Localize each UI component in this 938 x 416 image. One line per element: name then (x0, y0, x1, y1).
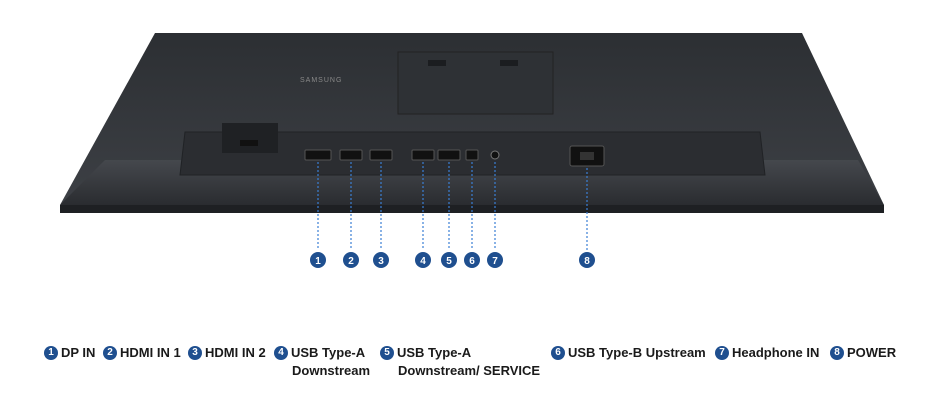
legend-badge: 1 (44, 345, 58, 360)
legend-badge: 6 (551, 345, 565, 360)
stand-mount-slot-right (500, 60, 518, 66)
legend-label: HDMI IN 2 (205, 345, 266, 360)
monitor-svg: SAMSUNG 1 2 3 4 5 6 7 8 (60, 33, 884, 268)
port-usb-a-1 (411, 149, 435, 161)
legend-label: POWER (847, 345, 897, 360)
svg-text:6: 6 (469, 256, 475, 267)
legend-badge: 4 (274, 345, 288, 360)
legend-label: USB Type-B Upstream (568, 345, 706, 360)
svg-text:7: 7 (492, 256, 498, 267)
port-usb-b (465, 149, 479, 161)
kensington-slot (240, 140, 258, 146)
stand-mount-plate (397, 51, 554, 115)
badge-1: 1 (310, 252, 326, 268)
badge-3: 3 (373, 252, 389, 268)
kensington-block (222, 123, 278, 153)
legend-badge: 7 (715, 345, 729, 360)
svg-text:5: 5 (446, 256, 452, 267)
legend-badge: 5 (380, 345, 394, 360)
svg-text:2: 2 (348, 256, 354, 267)
legend-badge: 3 (188, 345, 202, 360)
port-hdmi-1 (339, 149, 363, 161)
svg-text:8: 8 (584, 256, 590, 267)
stand-mount-slot-left (428, 60, 446, 66)
svg-text:4: 4 (420, 256, 426, 267)
port-headphone (490, 150, 500, 160)
svg-text:3: 3 (378, 256, 384, 267)
legend-label: HDMI IN 1 (120, 345, 181, 360)
legend-label-line2: Downstream/ SERVICE (398, 363, 541, 378)
monitor-rear-illustration: SAMSUNG 1 2 3 4 5 6 7 8 (60, 33, 884, 268)
badge-2: 2 (343, 252, 359, 268)
monitor-bottom-edge (60, 205, 884, 213)
legend-badge: 8 (830, 345, 844, 360)
svg-text:1: 1 (315, 256, 321, 267)
port-dp-in (304, 149, 332, 161)
badge-8: 8 (579, 252, 595, 268)
power-pins (580, 152, 594, 160)
legend-badge: 2 (103, 345, 117, 360)
badge-6: 6 (464, 252, 480, 268)
badge-4: 4 (415, 252, 431, 268)
badge-7: 7 (487, 252, 503, 268)
badge-5: 5 (441, 252, 457, 268)
port-usb-a-2 (437, 149, 461, 161)
legend-label: USB Type-A (291, 345, 366, 360)
brand-logo: SAMSUNG (300, 77, 342, 84)
legend-label-line2: Downstream (292, 363, 371, 378)
legend-label: Headphone IN (732, 345, 820, 360)
legend-label: DP IN (61, 345, 96, 360)
legend-label: USB Type-A (397, 345, 472, 360)
leader-lines (317, 162, 588, 250)
port-hdmi-2 (369, 149, 393, 161)
